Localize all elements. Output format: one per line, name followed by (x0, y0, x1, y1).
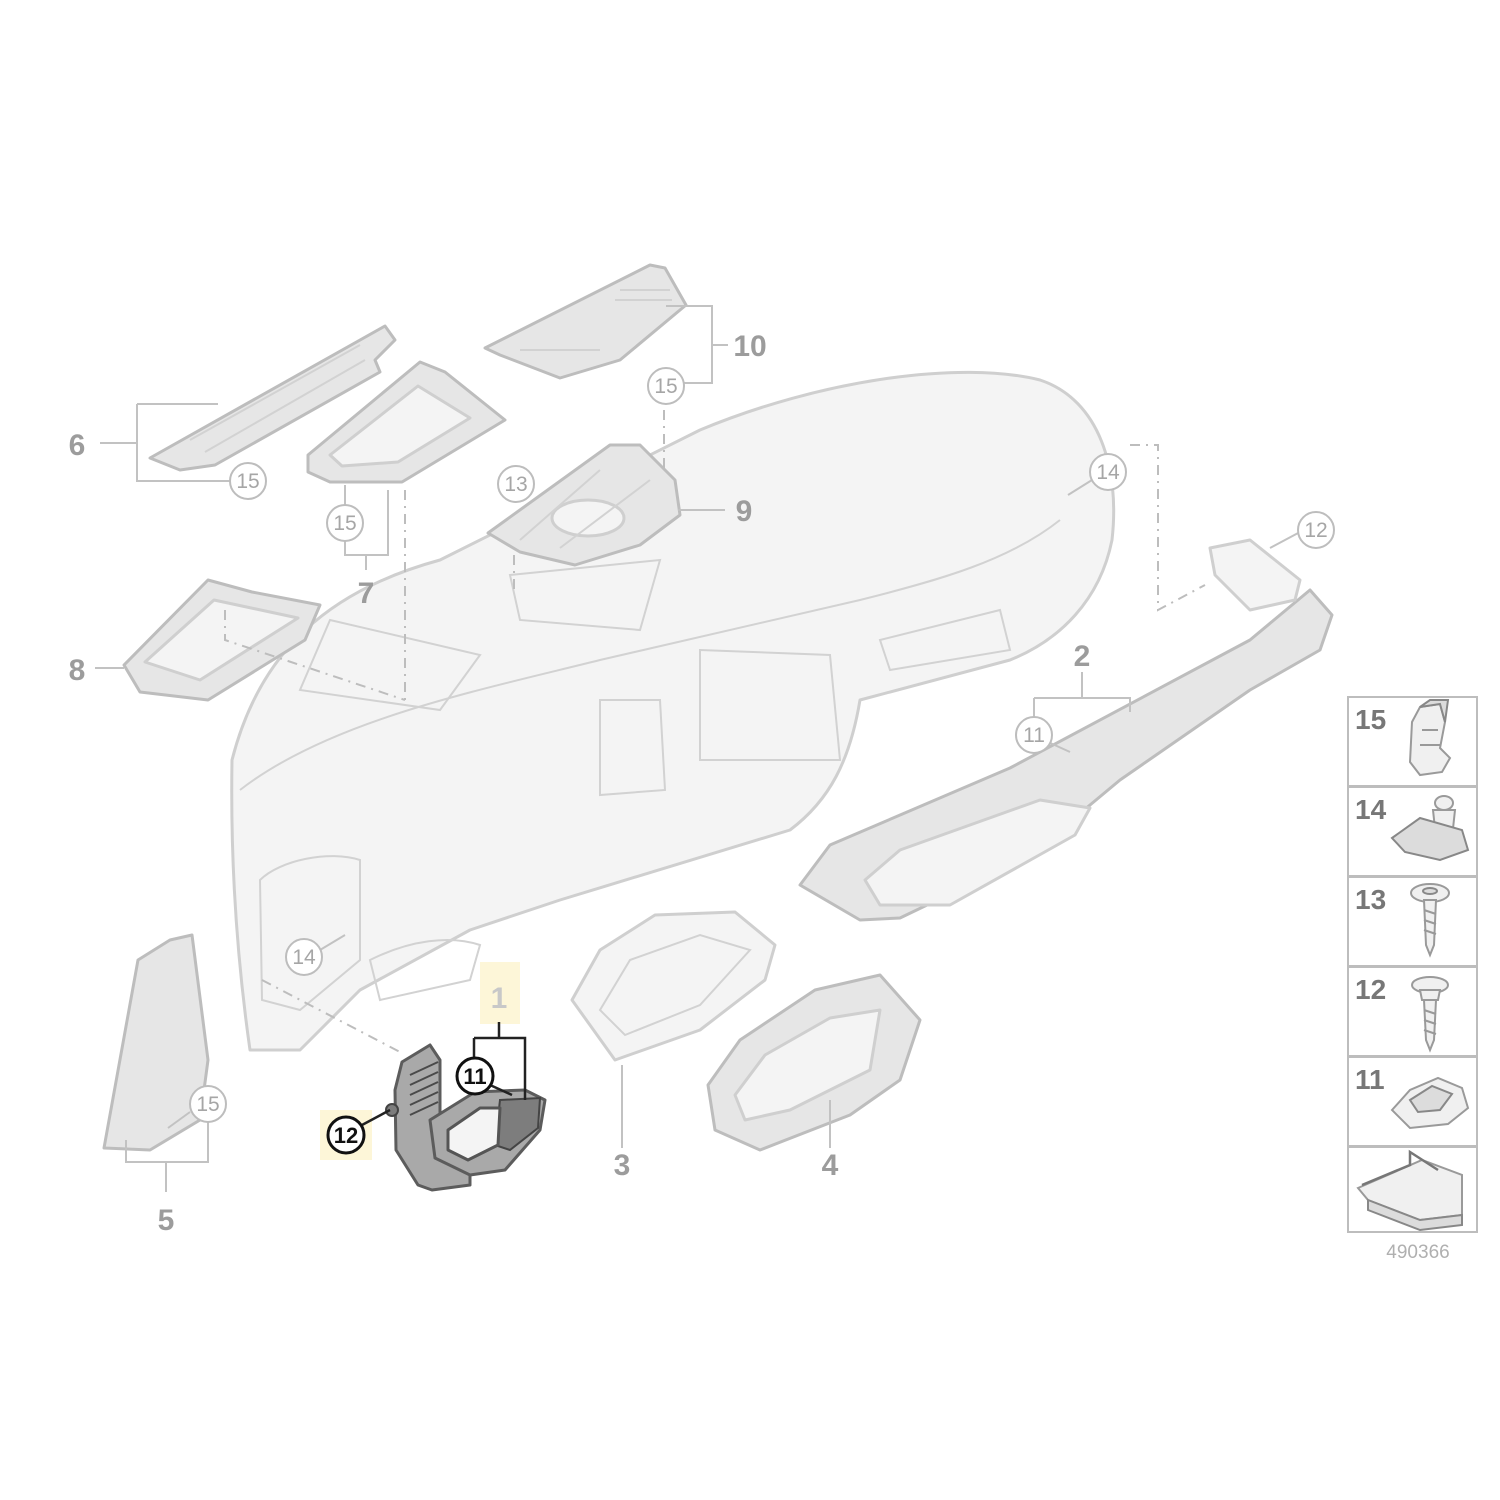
svg-text:11: 11 (1023, 724, 1045, 747)
callout-4: 4 (822, 1149, 839, 1182)
svg-text:12: 12 (334, 1123, 358, 1148)
circled-11-part2: 11 (1015, 716, 1053, 754)
legend-row-arrow (1347, 1146, 1478, 1233)
part-9-display-bracket (486, 443, 682, 567)
callout-2: 2 (1074, 640, 1091, 673)
callout-3: 3 (614, 1149, 631, 1182)
svg-text:12: 12 (1304, 519, 1327, 542)
part-2-trim-strip (798, 538, 1334, 922)
circled-14-left: 14 (285, 938, 323, 976)
part-5-side-panel (102, 933, 210, 1152)
part-7-vent-frame (306, 360, 507, 484)
spring-clip-icon (1390, 1076, 1470, 1130)
legend-row-13: 13 (1347, 876, 1478, 967)
part-10-speaker-cover (483, 263, 688, 380)
circled-15-top: 15 (647, 367, 685, 405)
svg-text:14: 14 (1096, 461, 1120, 484)
callout-1: 1 (491, 982, 508, 1015)
svg-text:11: 11 (1355, 1064, 1385, 1095)
legend-row-14: 14 (1347, 786, 1478, 877)
part-1-bracket (361, 1022, 527, 1127)
part-8-bezel-frame (122, 578, 322, 702)
circled-13: 13 (497, 465, 535, 503)
circled-15-part6: 15 (229, 462, 267, 500)
svg-text:15: 15 (196, 1093, 219, 1116)
assembly-lines (224, 410, 1206, 1053)
circled-15-part7: 15 (326, 504, 364, 542)
part-1-air-vent (385, 1043, 547, 1192)
washer-screw-icon (1410, 883, 1450, 958)
callout-6: 6 (69, 429, 86, 462)
svg-text:14: 14 (1355, 794, 1387, 825)
callout-9: 9 (736, 495, 753, 528)
part-1-fastener-callouts: 11 12 (326, 1056, 495, 1155)
circled-14-right: 14 (1089, 453, 1127, 491)
callout-8: 8 (69, 654, 86, 687)
circled-11-part1: 11 (455, 1056, 495, 1096)
svg-text:14: 14 (292, 946, 316, 969)
circled-12-part1: 12 (326, 1115, 366, 1155)
expanding-nut-icon (1390, 795, 1470, 862)
svg-text:15: 15 (333, 512, 356, 535)
circled-12-right: 12 (1297, 511, 1335, 549)
arrow-panel-icon (1356, 1149, 1463, 1232)
clip-nut-icon (1408, 699, 1452, 777)
leader-lines (95, 305, 1301, 1192)
part-3-cluster-frame (570, 910, 777, 1062)
callout-10: 10 (733, 330, 766, 363)
part-callouts: 1 2 3 4 5 6 7 8 9 10 (69, 330, 1091, 1237)
svg-text:13: 13 (504, 473, 527, 496)
flange-screw-icon (1411, 976, 1449, 1053)
svg-text:13: 13 (1355, 884, 1386, 915)
circled-15-part5: 15 (189, 1085, 227, 1123)
callout-1-highlight (480, 962, 520, 1024)
reference-number: 490366 (1386, 1242, 1449, 1263)
svg-text:12: 12 (1355, 974, 1386, 1005)
legend-row-12: 12 (1347, 966, 1478, 1057)
fastener-legend: 15 14 13 (1347, 696, 1478, 1263)
svg-text:15: 15 (1355, 704, 1386, 735)
part-6-vent-strip (148, 324, 397, 472)
part-4-cluster-housing (706, 973, 922, 1152)
callout-5: 5 (158, 1204, 175, 1237)
svg-text:15: 15 (236, 470, 259, 493)
legend-row-11: 11 (1347, 1056, 1478, 1147)
dashboard-body (230, 370, 1116, 1052)
legend-row-15: 15 (1347, 696, 1478, 787)
fastener-callouts: 15 15 15 13 14 12 11 14 (189, 367, 1335, 1123)
svg-text:15: 15 (654, 375, 677, 398)
callout-7: 7 (358, 577, 375, 610)
svg-text:11: 11 (463, 1064, 486, 1089)
